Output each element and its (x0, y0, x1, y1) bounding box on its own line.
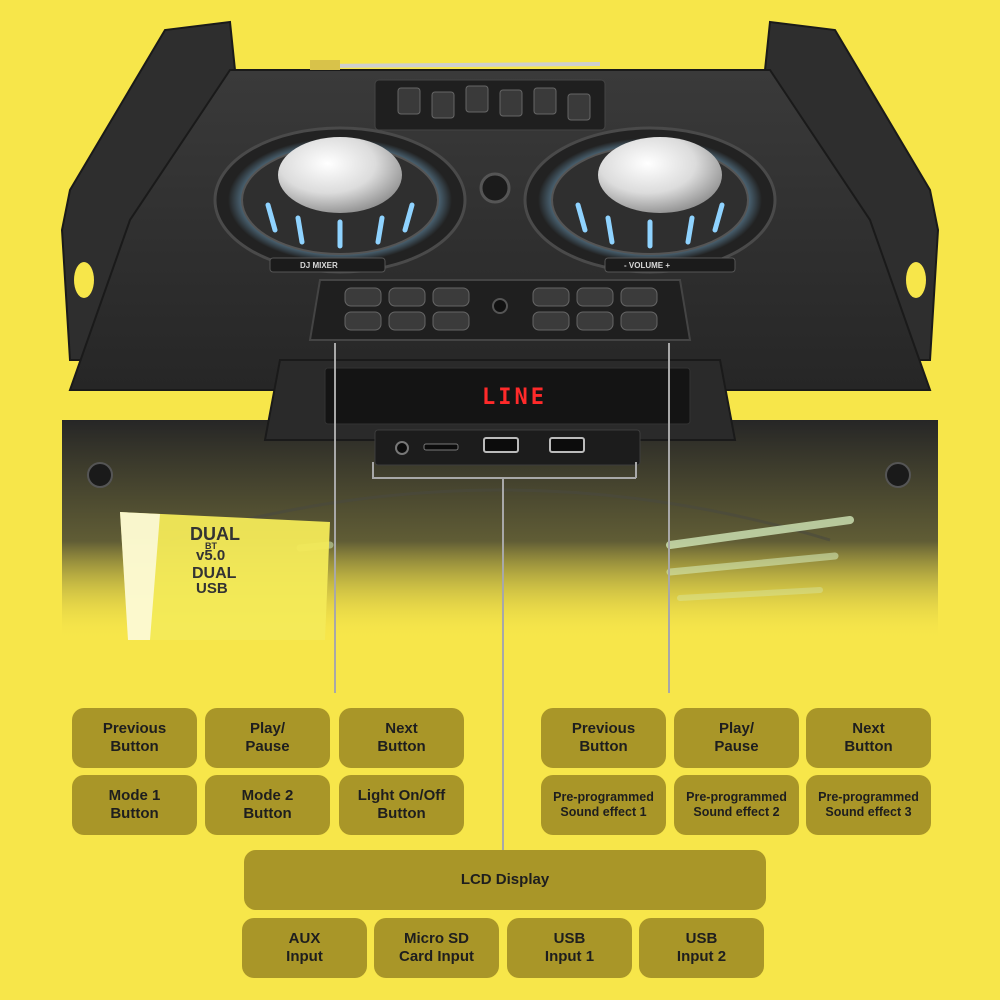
sticker-line-3: v5.0 (196, 547, 225, 564)
label-left-previous-button: Previous Button (72, 708, 197, 768)
antenna-tip (310, 60, 340, 70)
sticker-line-4: DUAL (192, 565, 237, 582)
label-sound-effect-1-text: Pre-programmed Sound effect 1 (553, 790, 654, 819)
volume-label: - VOLUME + (624, 261, 670, 270)
usb-port-1[interactable] (483, 437, 519, 453)
leader-center-right-tick (635, 462, 637, 478)
sound-effect-2-button[interactable] (576, 311, 614, 331)
next-button[interactable] (432, 287, 470, 307)
mode2-button[interactable] (388, 311, 426, 331)
label-microsd-input: Micro SD Card Input (374, 918, 499, 978)
label-sound-effect-3: Pre-programmed Sound effect 3 (806, 775, 931, 835)
equalizer-sliders[interactable] (374, 79, 606, 131)
label-mode2-text: Mode 2 Button (241, 787, 294, 822)
panel-screw (492, 298, 508, 314)
leader-right-vertical (668, 343, 670, 693)
label-right-play-pause-text: Play/ Pause (714, 720, 759, 755)
leader-left-vertical (334, 343, 336, 693)
label-right-next-text: Next Button (844, 720, 893, 755)
previous-button[interactable] (344, 287, 382, 307)
mode1-button[interactable] (344, 311, 382, 331)
label-left-play-pause-text: Play/ Pause (245, 720, 290, 755)
right-previous-button[interactable] (532, 287, 570, 307)
left-control-buttons[interactable] (344, 287, 470, 331)
usb-port-2[interactable] (549, 437, 585, 453)
aux-port[interactable] (395, 441, 409, 455)
label-light-text: Light On/Off Button (357, 787, 446, 822)
label-right-next-button: Next Button (806, 708, 931, 768)
label-left-play-pause: Play/ Pause (205, 708, 330, 768)
right-next-button[interactable] (620, 287, 658, 307)
microsd-slot[interactable] (423, 443, 459, 451)
leader-center-vertical (502, 478, 504, 850)
sound-effect-1-button[interactable] (532, 311, 570, 331)
label-left-previous-text: Previous Button (102, 720, 167, 755)
lcd-display: LINE (263, 359, 737, 441)
label-mode1-text: Mode 1 Button (108, 787, 161, 822)
label-sound-effect-1: Pre-programmed Sound effect 1 (541, 775, 666, 835)
volume-label-plate (604, 257, 736, 273)
sound-effect-3-button[interactable] (620, 311, 658, 331)
port-panel (374, 429, 641, 466)
label-usb-input-2-text: USB Input 2 (676, 930, 727, 965)
sticker-line-1: DUAL (190, 524, 240, 544)
label-microsd-input-text: Micro SD Card Input (399, 930, 474, 965)
party-speaker-illustration: DUAL BT v5.0 DUAL USB (60, 20, 940, 640)
label-lcd-display-text: LCD Display (460, 871, 550, 888)
label-aux-input: AUX Input (242, 918, 367, 978)
label-usb-input-2: USB Input 2 (639, 918, 764, 978)
label-mode2-button: Mode 2 Button (205, 775, 330, 835)
dj-mixer-dial[interactable] (213, 126, 467, 274)
label-sound-effect-3-text: Pre-programmed Sound effect 3 (818, 790, 919, 819)
dj-mixer-label-plate (269, 257, 386, 273)
label-right-previous-button: Previous Button (541, 708, 666, 768)
label-lcd-display: LCD Display (244, 850, 766, 910)
sticker-line-5: USB (196, 580, 228, 597)
play-pause-button[interactable] (388, 287, 426, 307)
label-aux-input-text: AUX Input (286, 930, 323, 965)
label-sound-effect-2: Pre-programmed Sound effect 2 (674, 775, 799, 835)
label-mode1-button: Mode 1 Button (72, 775, 197, 835)
feature-sticker: DUAL BT v5.0 DUAL USB (120, 512, 330, 640)
leader-center-horizontal (372, 477, 636, 479)
center-jack[interactable] (479, 172, 511, 204)
label-usb-input-1: USB Input 1 (507, 918, 632, 978)
label-right-previous-text: Previous Button (571, 720, 636, 755)
leader-center-left-tick (372, 462, 374, 478)
lcd-text: LINE (482, 385, 547, 410)
label-left-next-button: Next Button (339, 708, 464, 768)
antenna (309, 62, 601, 68)
label-usb-input-1-text: USB Input 1 (544, 930, 595, 965)
label-right-play-pause: Play/ Pause (674, 708, 799, 768)
sticker-line-2: BT (205, 541, 217, 551)
volume-dial[interactable] (523, 126, 777, 274)
label-light-button: Light On/Off Button (339, 775, 464, 835)
label-left-next-text: Next Button (377, 720, 426, 755)
label-sound-effect-2-text: Pre-programmed Sound effect 2 (686, 790, 787, 819)
right-control-buttons[interactable] (532, 287, 658, 331)
dj-mixer-label: DJ MIXER (300, 261, 338, 270)
light-toggle-button[interactable] (432, 311, 470, 331)
right-play-pause-button[interactable] (576, 287, 614, 307)
